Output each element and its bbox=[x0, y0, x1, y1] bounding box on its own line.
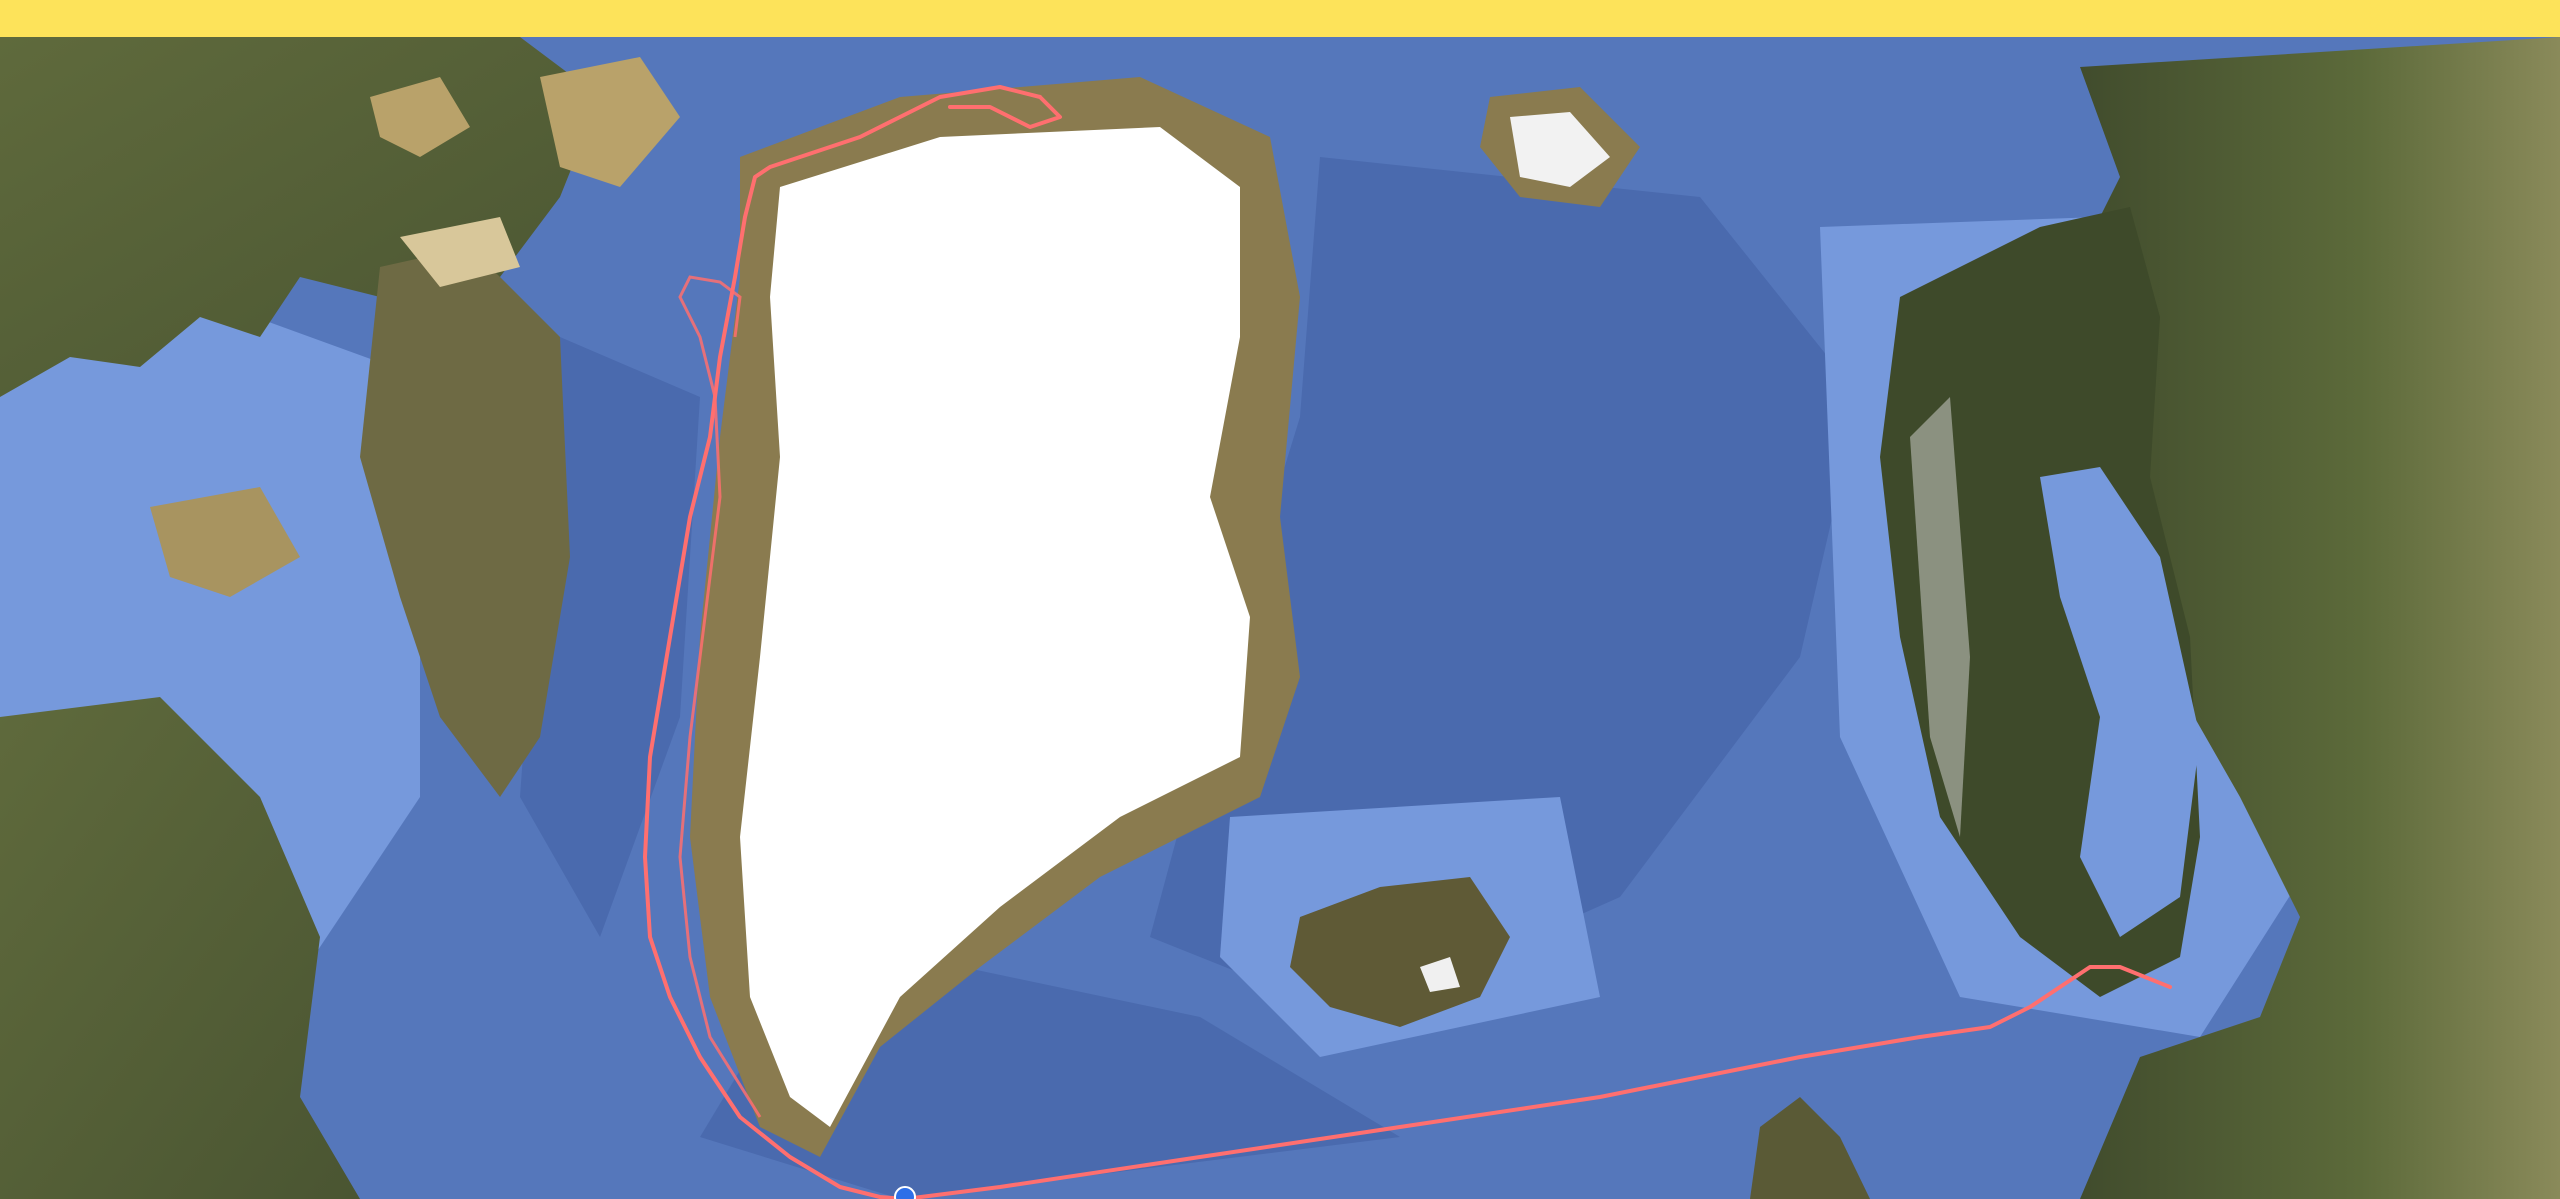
land-labrador bbox=[0, 697, 360, 1199]
land-islands bbox=[150, 487, 300, 597]
land-baffin bbox=[360, 247, 570, 797]
land-scandinavia-snow bbox=[1910, 397, 1970, 837]
land-iceland bbox=[1290, 877, 1510, 1027]
land-islands bbox=[370, 77, 470, 157]
ocean-basin bbox=[1150, 157, 1860, 1017]
voyage-route[interactable] bbox=[643, 85, 2172, 1199]
map-canvas[interactable] bbox=[0, 37, 2560, 1199]
land-svalbard-ice bbox=[1510, 112, 1610, 187]
map-view[interactable] bbox=[0, 37, 2560, 1199]
land-british-isles bbox=[1750, 1097, 1870, 1199]
land-iceland-ice bbox=[1420, 957, 1460, 992]
greenland-ice-sheet bbox=[740, 127, 1250, 1127]
top-banner bbox=[0, 0, 2560, 37]
land-east bbox=[2060, 37, 2560, 1199]
voyage-route-alt[interactable] bbox=[678, 275, 762, 1118]
land-islands bbox=[400, 217, 520, 287]
land-islands bbox=[540, 57, 680, 187]
current-position-marker[interactable] bbox=[894, 1186, 916, 1199]
sea-baltic bbox=[2040, 467, 2200, 937]
